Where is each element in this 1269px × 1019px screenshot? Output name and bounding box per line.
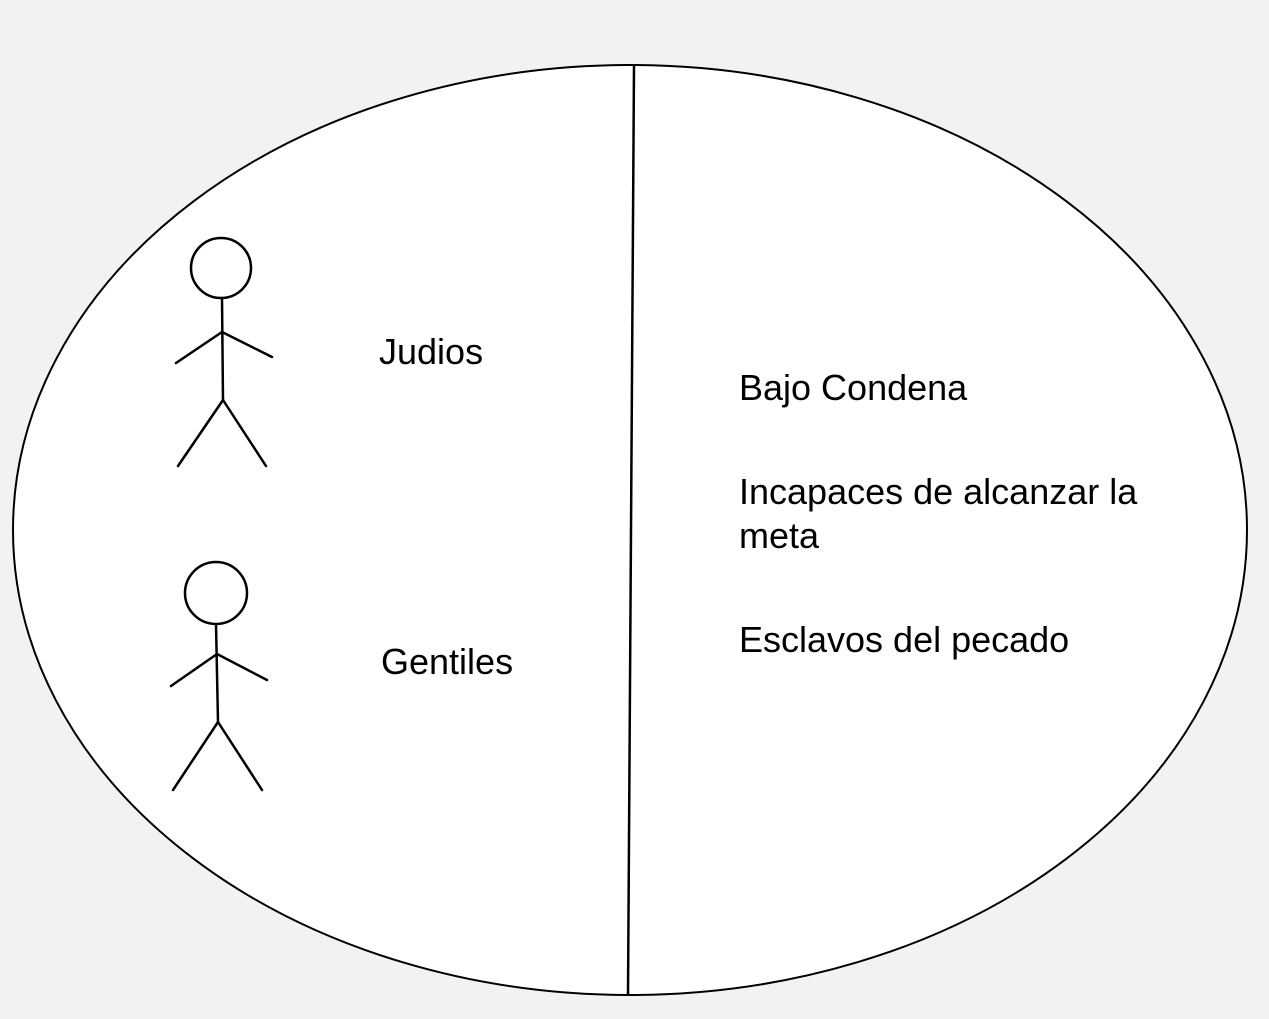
figure-label-gentiles: Gentiles <box>381 641 514 682</box>
statement-incapaces: Incapaces de alcanzar la meta <box>739 471 1138 556</box>
divider-line <box>626 65 636 995</box>
stick-figure-icon <box>174 236 274 468</box>
statement-esclavos: Esclavos del pecado <box>739 619 1070 660</box>
stick-figure-icon <box>169 560 269 792</box>
statement-bajo-condena: Bajo Condena <box>739 367 968 408</box>
figure-label-judios: Judios <box>379 331 484 372</box>
